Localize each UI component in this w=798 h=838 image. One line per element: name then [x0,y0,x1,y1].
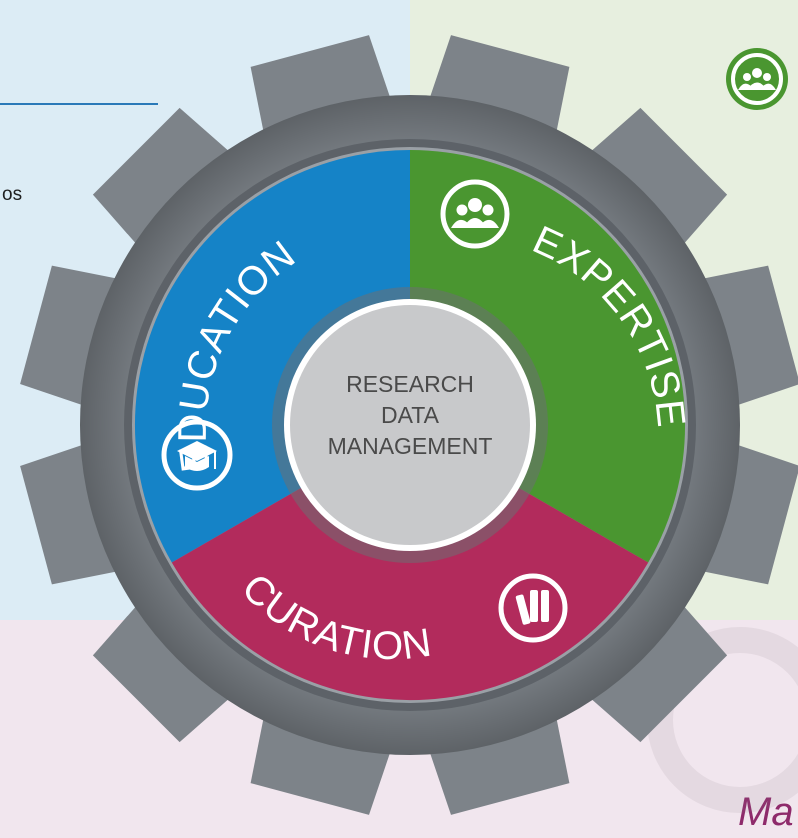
clipped-text-left: os [2,184,23,205]
gear-tooth [569,107,728,267]
clipped-text-bottom-right: Ma [738,790,794,834]
gear-tooth [92,107,252,267]
center-title-line1: RESEARCH [346,371,474,397]
gear-tooth [569,584,728,743]
center-title-line3: MANAGEMENT [328,433,493,459]
divider-line [0,103,158,105]
center-title-line2: DATA [381,402,440,428]
books-icon [498,573,568,643]
corner-people-group-icon [726,48,788,110]
people-group-icon [440,179,510,249]
gear-tooth [92,584,252,743]
center-hub [290,305,530,545]
graduation-cap-icon [161,419,233,491]
